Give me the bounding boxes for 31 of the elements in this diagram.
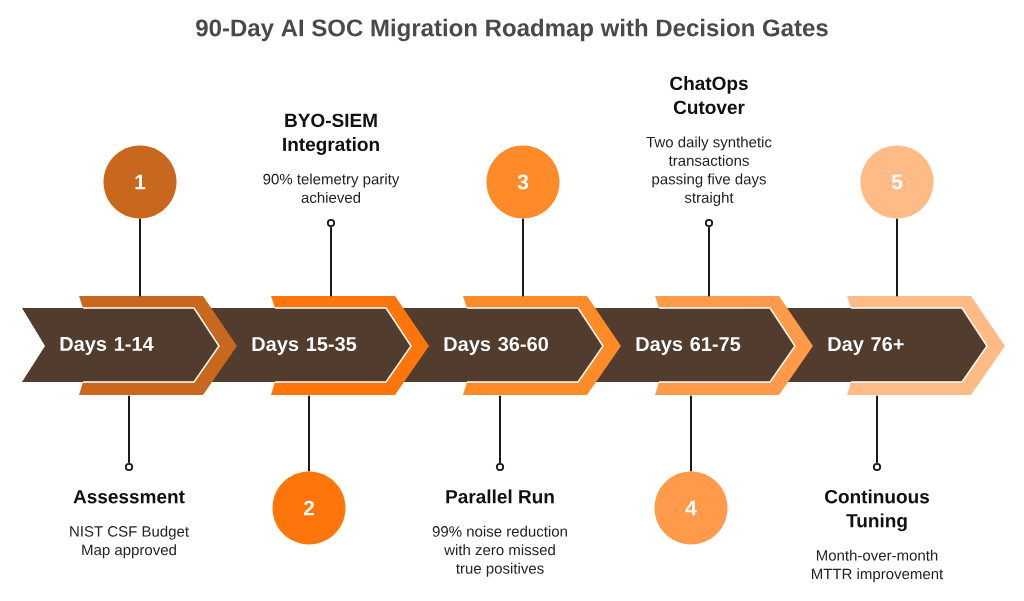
phase-segment: Days 15-35: [209, 296, 429, 395]
milestone-description: Two daily synthetic transactions passing five days straight: [646, 136, 772, 206]
phase-segment: Days 1-14: [22, 296, 237, 395]
end-ring: [704, 218, 714, 228]
connector-line: [308, 394, 310, 473]
milestone-description: 99% noise reduction with zero missed true positives: [432, 525, 567, 577]
phase-segment: Day 76+: [785, 296, 1005, 395]
milestone-description: NIST CSF Budget Map approved: [70, 525, 189, 559]
milestone-description: 90% telemetry parity achieved: [263, 173, 400, 203]
milestone-title: BYO-SIEM Integration: [283, 113, 379, 155]
milestone-title: Continuous Tuning: [825, 489, 929, 532]
end-ring: [124, 462, 134, 472]
connector-line: [330, 226, 332, 298]
milestone-title: Assessment: [73, 490, 185, 504]
milestone-title: ChatOps Cutover: [670, 76, 748, 115]
end-ring: [326, 218, 336, 228]
connector-line: [499, 394, 501, 464]
connector-line: [522, 217, 524, 298]
connector-line: [139, 217, 141, 298]
connector-line: [690, 394, 692, 473]
milestone-description: Month-over-month MTTR improvement: [811, 549, 944, 583]
connector-line: [896, 217, 898, 298]
title: 90-Day AI SOC Migration Roadmap with Decision Gates: [196, 18, 828, 42]
phase-segment: Days 36-60: [401, 296, 621, 395]
end-ring: [495, 462, 505, 472]
connector-line: [708, 226, 710, 298]
phase-segment: Days 61-75: [593, 296, 813, 395]
milestone-title: Parallel Run: [446, 489, 554, 504]
connector-line: [128, 394, 130, 464]
end-ring: [872, 462, 882, 472]
connector-line: [876, 394, 878, 464]
